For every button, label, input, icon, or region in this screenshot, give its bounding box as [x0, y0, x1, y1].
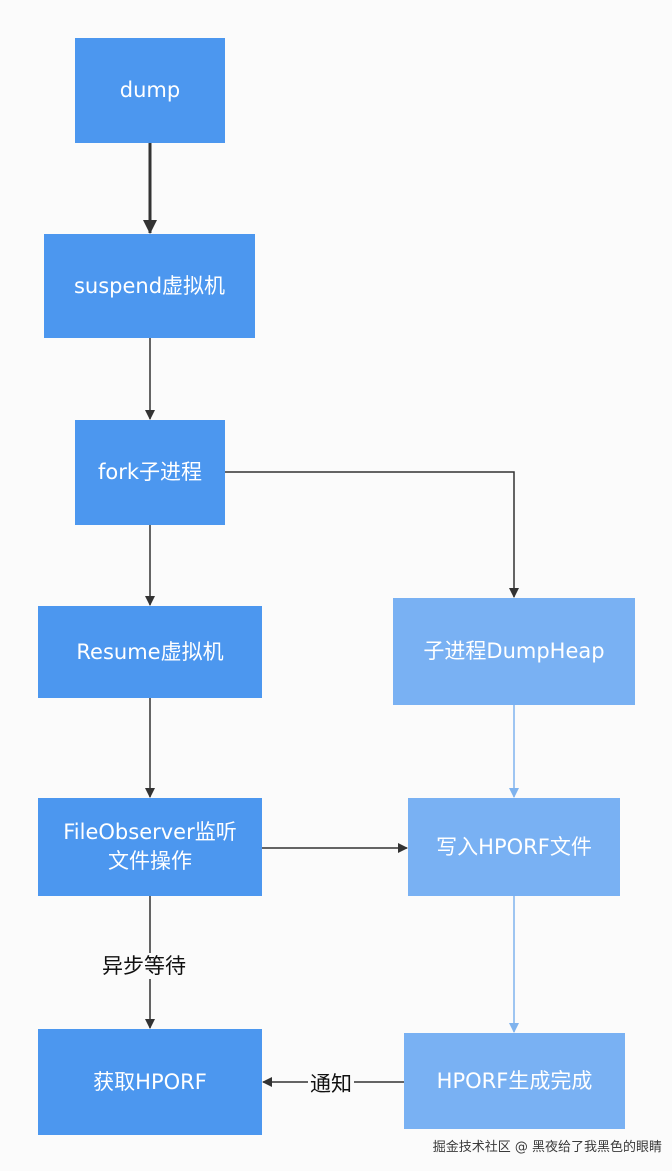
node-file-observer: FileObserver监听 文件操作 — [38, 798, 262, 896]
node-resume-vm: Resume虚拟机 — [38, 606, 262, 698]
arrow-fork-to-child-dump — [225, 471, 519, 598]
node-child-dump-heap: 子进程DumpHeap — [393, 598, 635, 705]
node-suspend-vm: suspend虚拟机 — [44, 234, 255, 338]
node-write-hporf-file: 写入HPORF文件 — [408, 798, 620, 896]
node-get-hporf: 获取HPORF — [38, 1029, 262, 1135]
node-dump: dump — [75, 38, 225, 143]
node-hporf-generated: HPORF生成完成 — [404, 1033, 625, 1129]
node-fork-child-process: fork子进程 — [75, 420, 225, 525]
watermark: 掘金技术社区 @ 黑夜给了我黑色的眼睛 — [432, 1140, 662, 1155]
edge-label-notify: 通知 — [308, 1071, 354, 1097]
edge-label-async-wait: 异步等待 — [100, 953, 188, 979]
